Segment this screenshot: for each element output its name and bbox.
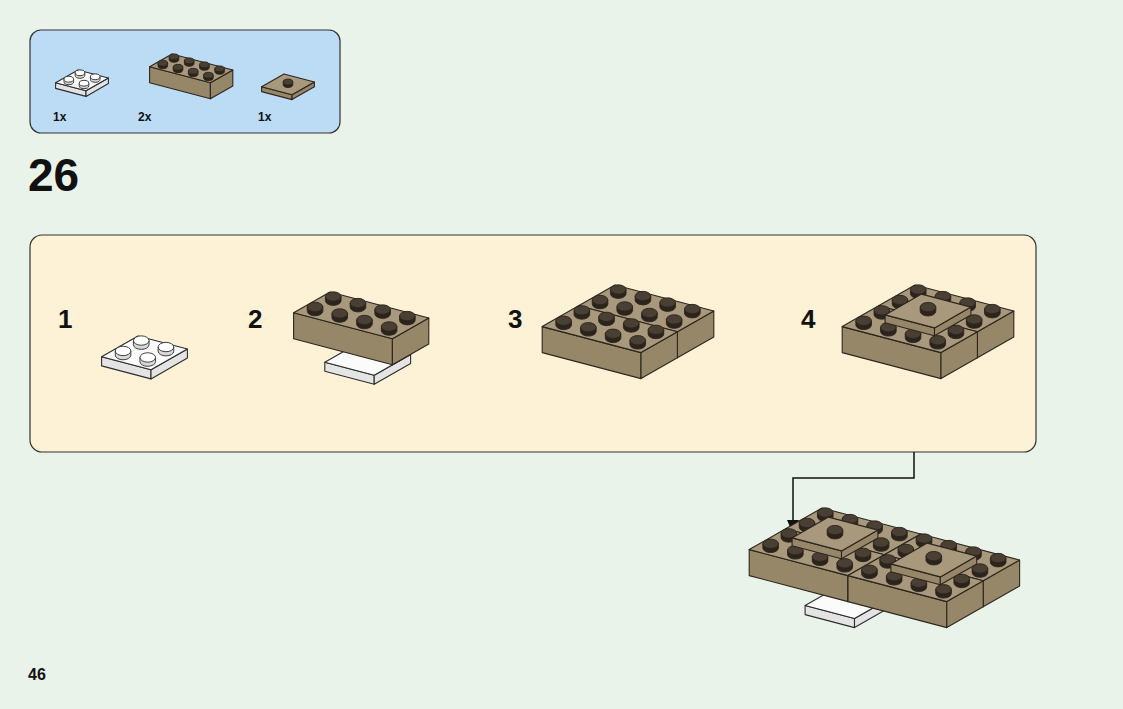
stud (581, 323, 597, 332)
brick-face (891, 543, 977, 577)
stud (90, 74, 100, 80)
brick-face (102, 336, 188, 370)
flow-arrow (793, 452, 914, 522)
substep-panel (30, 235, 1036, 452)
brick (792, 517, 878, 559)
brick-face (262, 74, 315, 95)
brick-assembly (150, 54, 233, 99)
brick-assembly (294, 292, 429, 384)
substep-number: 3 (508, 306, 522, 332)
stud (817, 508, 833, 517)
stud (325, 292, 341, 301)
brick (294, 292, 429, 365)
brick-models (56, 54, 1020, 628)
stud (837, 559, 853, 568)
stud (75, 70, 85, 76)
stud (115, 346, 131, 355)
brick (262, 74, 315, 100)
stud (642, 308, 658, 317)
brick-assembly (102, 336, 188, 379)
stud (400, 311, 416, 320)
stud (350, 298, 366, 307)
stud (635, 291, 651, 300)
stud (184, 58, 194, 64)
substep-number: 2 (248, 306, 262, 332)
stud (188, 68, 198, 74)
parts-panel (30, 30, 340, 133)
brick-face (150, 54, 233, 83)
stud (926, 551, 942, 560)
quantity-label: 1x (53, 111, 66, 123)
brick-face (792, 517, 878, 551)
stud (660, 298, 676, 307)
stud (357, 315, 373, 324)
stud (910, 285, 926, 294)
stud (64, 76, 74, 82)
brick-assembly (56, 70, 109, 96)
stud (332, 309, 348, 318)
substep-number: 4 (801, 306, 815, 332)
stud (158, 342, 174, 351)
quantity-label: 1x (258, 111, 271, 123)
stud (605, 329, 621, 338)
brick (150, 54, 233, 99)
stud (215, 66, 225, 72)
stud (685, 304, 701, 313)
stud (79, 80, 89, 86)
substep-number: 1 (58, 306, 72, 332)
stud (990, 553, 1006, 562)
stud (200, 62, 210, 68)
stud (623, 319, 639, 328)
stud (169, 54, 179, 60)
stud (599, 312, 615, 321)
brick-assembly (262, 74, 315, 100)
brick-face (885, 294, 971, 328)
stud (648, 325, 664, 334)
stud (920, 302, 936, 311)
stud (617, 302, 633, 311)
stud (133, 336, 149, 345)
quantity-label: 2x (138, 111, 151, 123)
stud (158, 60, 168, 66)
stud (827, 525, 843, 534)
stud (204, 72, 214, 78)
brick-assembly (749, 508, 1019, 628)
stud (375, 305, 391, 314)
brick (891, 543, 977, 585)
stud (856, 316, 872, 325)
stud (381, 322, 397, 331)
brick (542, 306, 677, 379)
brick-face (294, 292, 429, 339)
brick-face (56, 70, 109, 91)
brick (102, 336, 188, 379)
stud (283, 79, 293, 85)
stud (140, 353, 156, 362)
step-number: 26 (28, 152, 79, 198)
stud (574, 306, 590, 315)
brick (885, 294, 971, 336)
stud (916, 534, 932, 543)
stud (862, 565, 878, 574)
page-number: 46 (28, 667, 46, 683)
brick-assembly (542, 285, 714, 379)
stud (930, 336, 946, 345)
brick-assembly (842, 285, 1014, 379)
stud (763, 539, 779, 548)
stud (630, 336, 646, 345)
stud (666, 315, 682, 324)
stud (985, 304, 1001, 313)
stud (892, 527, 908, 536)
stud (936, 585, 952, 594)
stud (173, 64, 183, 70)
stud (610, 285, 626, 294)
brick (56, 70, 109, 96)
stud (592, 295, 608, 304)
brick-face (542, 306, 677, 353)
stud (307, 302, 323, 311)
stud (556, 316, 572, 325)
